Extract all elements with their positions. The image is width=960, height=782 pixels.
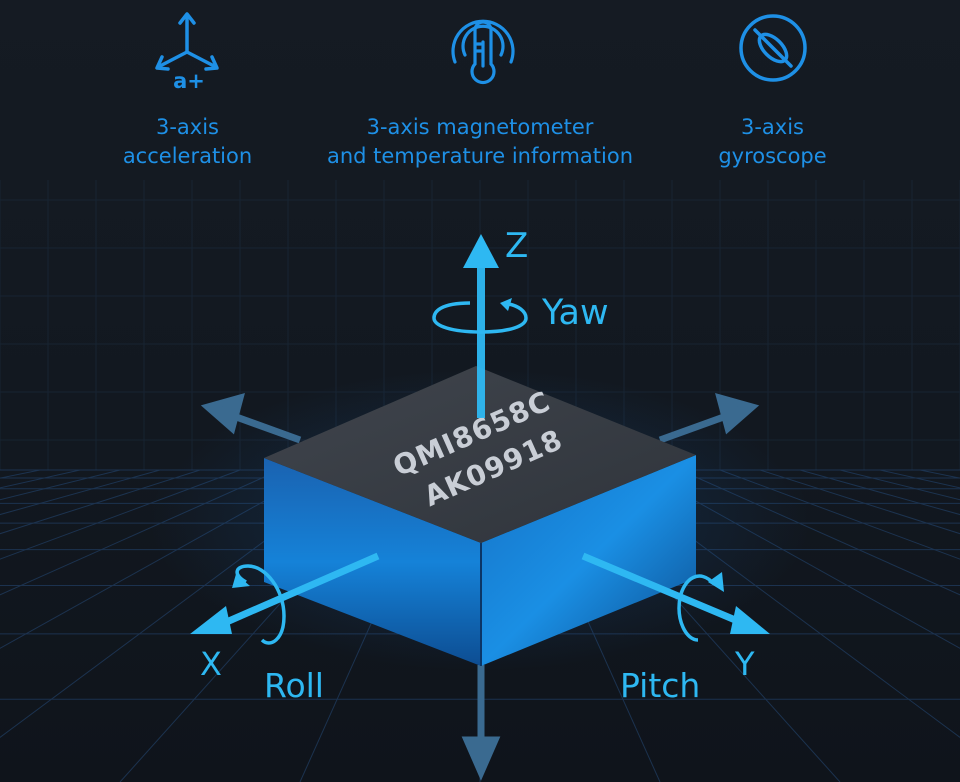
chip-top-face <box>264 366 696 543</box>
z-axis-arrow <box>463 234 499 418</box>
floor-grid-line <box>759 469 960 535</box>
feature-magnetometer-line1: 3-axis magnetometer <box>366 115 594 139</box>
feature-gyroscope-label: 3-axis gyroscope <box>675 113 870 171</box>
yaw-label: Yaw <box>542 293 609 333</box>
feature-acceleration-line2: acceleration <box>122 144 253 168</box>
floor-grid-line <box>719 469 960 560</box>
z-axis-label: Z <box>505 226 529 266</box>
feature-magnetometer: 3-axis magnetometer and temperature info… <box>305 0 655 168</box>
pitch-rotation-icon <box>677 572 724 642</box>
feature-acceleration-line1: 3-axis <box>155 115 219 139</box>
gyroscope-icon <box>739 14 807 82</box>
roll-label: Roll <box>264 666 324 705</box>
acceleration-icon-text: a+ <box>173 69 205 93</box>
acceleration-axes-icon: a+ <box>155 12 219 93</box>
floor-grid-line <box>0 469 201 535</box>
pitch-label: Pitch <box>620 666 701 705</box>
feature-gyroscope-line2: gyroscope <box>718 144 827 168</box>
yaw-rotation-icon <box>432 298 528 334</box>
feature-acceleration: a+ 3-axis acceleration <box>90 0 285 168</box>
y-axis-label: Y <box>735 645 755 683</box>
x-axis-label: X <box>200 645 222 683</box>
rear-axis-arrows <box>200 392 760 781</box>
feature-gyroscope-line1: 3-axis <box>740 115 804 139</box>
x-axis-arrow <box>190 552 380 634</box>
floor-grid-line <box>0 469 241 560</box>
feature-magnetometer-label: 3-axis magnetometer and temperature info… <box>305 113 655 171</box>
feature-magnetometer-line2: and temperature information <box>326 144 634 168</box>
y-axis-arrow <box>581 552 770 634</box>
feature-gyroscope: 3-axis gyroscope <box>675 0 870 168</box>
magnetometer-thermometer-icon <box>451 19 515 85</box>
feature-acceleration-label: 3-axis acceleration <box>90 113 285 171</box>
roll-rotation-icon <box>232 564 286 645</box>
